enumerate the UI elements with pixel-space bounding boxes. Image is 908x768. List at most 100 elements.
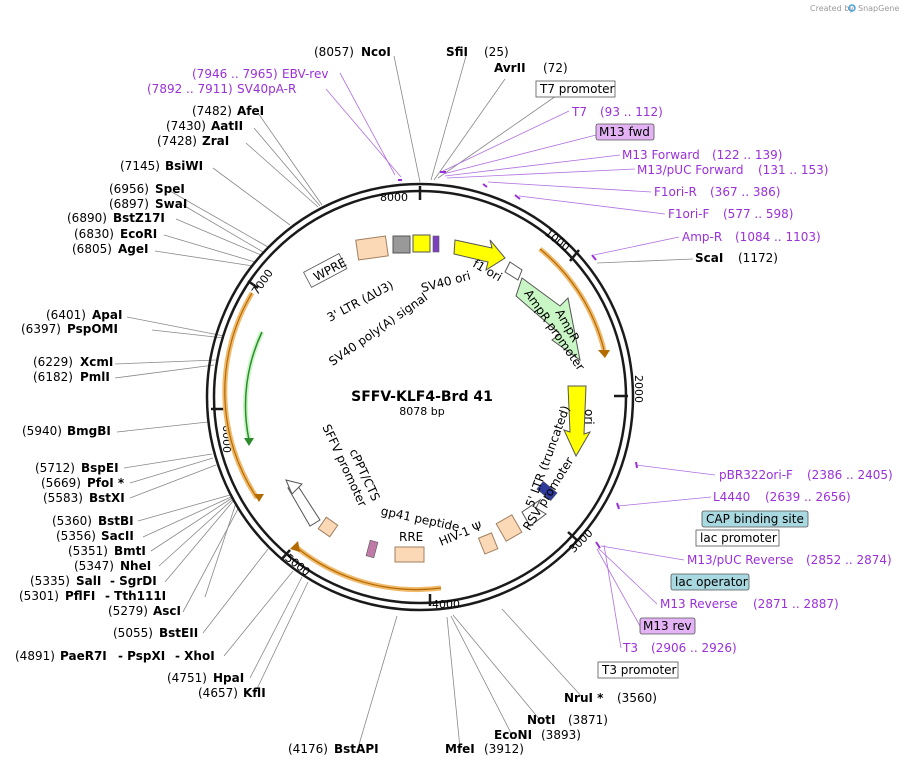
enzyme-pfoi[interactable]: PfoI * [87, 476, 125, 490]
enzyme-pos: (5940) [22, 424, 62, 438]
enzyme-sali[interactable]: SalI [76, 574, 101, 588]
tick-label-7000: 7000 [249, 267, 276, 297]
primer-ebv-rev[interactable]: EBV-rev [282, 67, 328, 81]
enzyme-pos: (5360) [52, 514, 92, 528]
enzyme-hpai[interactable]: HpaI [213, 671, 244, 685]
enzyme-spei[interactable]: SpeI [155, 182, 185, 196]
enzyme-pflfi[interactable]: PflFI [65, 589, 95, 603]
cap-site-label[interactable]: CAP binding site [706, 512, 804, 526]
primer-m13-forward[interactable]: M13 Forward [622, 148, 700, 162]
m13-rev-label[interactable]: M13 rev [643, 619, 692, 633]
primer-sv40pa-r[interactable]: SV40pA-R [237, 82, 296, 96]
enzyme-bmgbi[interactable]: BmgBI [67, 424, 111, 438]
t3-promoter-box [597, 661, 679, 679]
enzyme-bstbi[interactable]: BstBI [98, 514, 134, 528]
enzyme-swai[interactable]: SwaI [155, 197, 187, 211]
enzyme-pos: (4657) [198, 686, 238, 700]
enzyme-avrii[interactable]: AvrII [494, 61, 526, 75]
primer-f1ori-r[interactable]: F1ori-R [654, 185, 697, 199]
enzyme-bmti[interactable]: BmtI [114, 544, 146, 558]
primer-t7[interactable]: T7 [571, 105, 587, 119]
enzyme-pos: (7482) [192, 104, 232, 118]
enzyme-pos: (7428) [157, 134, 197, 148]
enzyme-scai-pos: (1172) [738, 251, 778, 265]
t7-promoter-label[interactable]: T7 promoter [539, 82, 615, 96]
enzyme-asci[interactable]: AscI [153, 604, 181, 618]
backbone-outer-ring [205, 182, 635, 612]
enzyme-avrii-pos: (72) [543, 61, 568, 75]
enzyme-bstapi[interactable]: BstAPI [334, 742, 379, 756]
enzyme-nrui[interactable]: NruI * [564, 691, 604, 705]
primer-t3[interactable]: T3 [622, 641, 638, 655]
primer-m13-reverse[interactable]: M13 Reverse [660, 597, 738, 611]
enzyme-sfii[interactable]: SfiI [446, 45, 468, 59]
primer-pbr322ori-f-range: (2386 .. 2405) [807, 468, 893, 482]
enzyme-bstapi-pos: (4176) [288, 742, 328, 756]
lac-operator-label[interactable]: lac operator [675, 575, 748, 589]
enzyme-econi[interactable]: EcoNI [494, 728, 532, 742]
enzyme-tth111i[interactable]: - Tth111I [105, 589, 166, 603]
enzyme-pspomi[interactable]: PspOMI [67, 322, 118, 336]
primer-m13-puc-forward[interactable]: M13/pUC Forward [637, 163, 744, 177]
enzyme-nrui-pos: (3560) [617, 691, 657, 705]
primer-m13-puc-reverse[interactable]: M13/pUC Reverse [687, 553, 794, 567]
primer-pbr322ori-f[interactable]: pBR322ori-F [719, 468, 793, 482]
primer-m13-puc-forward-range: (131 .. 153) [758, 163, 828, 177]
primer-m13-puc-reverse-range: (2852 .. 2874) [806, 553, 892, 567]
enzyme-aatii[interactable]: AatII [211, 119, 243, 133]
enzyme-apai[interactable]: ApaI [92, 308, 122, 322]
m13-fwd-label[interactable]: M13 fwd [599, 125, 650, 139]
enzyme-mfei-pos: (3912) [484, 742, 524, 756]
enzyme-zrai[interactable]: ZraI [202, 134, 229, 148]
enzyme-bstz17i[interactable]: BstZ17I [113, 211, 165, 225]
enzyme-afei[interactable]: AfeI [237, 104, 264, 118]
rre-label: RRE [399, 530, 423, 544]
enzyme-pos: (5301) [19, 589, 59, 603]
enzyme-kfli[interactable]: KflI [243, 686, 266, 700]
sv40-polya-label: SV40 poly(A) signal [326, 290, 430, 369]
t3-promoter-label[interactable]: T3 promoter [601, 663, 677, 677]
enzyme-scai[interactable]: ScaI [695, 251, 723, 265]
enzyme-pmli[interactable]: PmlI [80, 370, 110, 384]
enzyme-bsteii[interactable]: BstEII [159, 626, 198, 640]
orf-arrow-left [224, 292, 258, 499]
sv40-ori-box [412, 234, 431, 253]
enzyme-sacii[interactable]: SacII [101, 529, 134, 543]
primer-l4440[interactable]: L4440 [713, 490, 750, 504]
enzyme-pos: (5347) [74, 559, 114, 573]
m13-fwd-box [595, 123, 655, 141]
enzyme-paer7i[interactable]: PaeR7I [60, 649, 107, 663]
primer-m13-reverse-range: (2871 .. 2887) [753, 597, 839, 611]
enzyme-bspei[interactable]: BspEI [81, 461, 119, 475]
enzyme-ncoi[interactable]: NcoI [361, 45, 391, 59]
enzyme-sgrdi[interactable]: - SgrDI [110, 574, 157, 588]
enzyme-bsiwi[interactable]: BsiWI [165, 159, 203, 173]
primer-amp-r-range: (1084 .. 1103) [735, 230, 821, 244]
cap-site-box [701, 510, 809, 528]
enzyme-noti[interactable]: NotI [527, 713, 556, 727]
enzyme-xcmi[interactable]: XcmI [80, 355, 113, 369]
enzyme-pos: (6229) [33, 355, 73, 369]
enzyme-pspxi[interactable]: - PspXI [118, 649, 165, 663]
left-enzyme-list: (7482) AfeI (7430) AatII (7428) ZraI (71… [15, 104, 266, 700]
enzyme-pos: (6805) [72, 242, 112, 256]
enzyme-xhoi[interactable]: - XhoI [175, 649, 215, 663]
enzyme-pos: (6397) [21, 322, 61, 336]
primer-amp-r[interactable]: Amp-R [682, 230, 722, 244]
enzyme-pos: (6830) [74, 227, 114, 241]
orf-arrowhead-left-icon [254, 494, 264, 502]
orf-arrow-klf4 [295, 546, 442, 591]
enzyme-pos: (4751) [167, 671, 207, 685]
enzyme-ecori[interactable]: EcoRI [120, 227, 157, 241]
enzyme-nhei[interactable]: NheI [120, 559, 151, 573]
gp41-box [365, 539, 379, 559]
lac-promoter-label[interactable]: lac promoter [700, 531, 777, 545]
enzyme-noti-pos: (3871) [568, 713, 608, 727]
enzyme-mfei[interactable]: MfeI [445, 742, 475, 756]
plasmid-name: SFFV-KLF4-Brd 41 [351, 389, 493, 405]
enzyme-bstxi[interactable]: BstXI [89, 491, 125, 505]
tick-label-2000: 2000 [632, 375, 645, 403]
primer-f1ori-f[interactable]: F1ori-F [668, 207, 709, 221]
enzyme-agei[interactable]: AgeI [118, 242, 148, 256]
